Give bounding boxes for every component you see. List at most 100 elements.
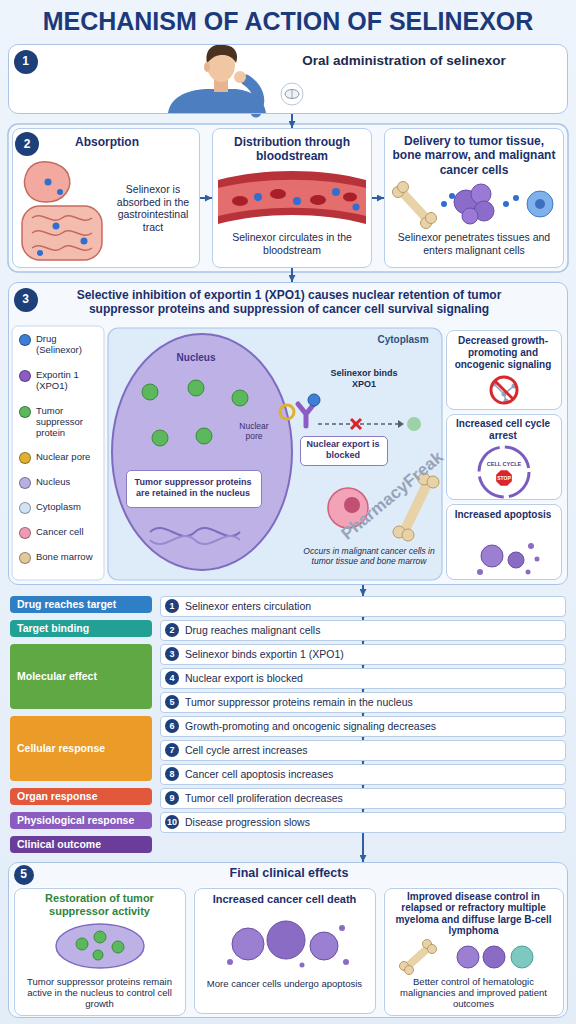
step-box: 6Growth-promoting and oncogenic signalin… [160, 716, 566, 737]
disease-control-figure [511, 946, 533, 968]
stage-pill: Clinical outcome [10, 836, 152, 853]
box-text: Increased cell cycle arrest [450, 418, 557, 442]
process-box: Delivery to tumor tissue, bone marrow, a… [384, 128, 564, 268]
step-number: 7 [165, 743, 179, 757]
tumor-delivery-figure [398, 182, 409, 193]
patient-figure [246, 80, 259, 112]
restored-nucleus-figure [93, 950, 103, 960]
restored-nucleus-figure [112, 941, 124, 953]
box-text: Tumor cell proliferation decreases [185, 792, 557, 805]
diagram-title: MECHANISM OF ACTION OF SELINEXOR [0, 6, 576, 36]
callout-box: Tumor suppressor proteins are retained i… [126, 470, 262, 508]
tablet [292, 90, 293, 99]
box-text: Organ response [17, 790, 147, 803]
apoptosis-icon [508, 552, 524, 568]
box-text: Cellular response [17, 742, 147, 755]
restored-nucleus-figure [94, 931, 106, 943]
box-text: Final clinical effects [69, 866, 509, 881]
region-label: Nucleus [168, 352, 224, 364]
legend-text: Drug (Selinexor) [36, 334, 102, 356]
tumor-delivery-figure [402, 192, 426, 218]
stage-pill: Physiological response [10, 812, 152, 829]
step-number: 2 [165, 623, 179, 637]
callout-note: Selinexor binds XPO1 [322, 368, 406, 390]
legend-swatch [19, 502, 31, 514]
digestive-tract [22, 206, 102, 260]
box-fill [8, 282, 568, 585]
nuclear-pore [280, 405, 294, 419]
flow-arrow [362, 585, 364, 596]
step-number: 1 [165, 599, 179, 613]
apoptotic-cells-figure [227, 921, 349, 968]
box-text: More cancer cells undergo apoptosis [200, 978, 370, 989]
tumor-delivery-figure [441, 201, 447, 207]
box-fill [8, 862, 568, 1018]
stage-pill: Cellular response [10, 716, 152, 781]
icon-text: STOP [494, 476, 514, 481]
legend-swatch [19, 527, 31, 539]
apoptotic-cells-figure [300, 963, 305, 968]
digestive-tract [57, 189, 63, 195]
step-number: 10 [165, 815, 179, 829]
step-number: 8 [165, 767, 179, 781]
apoptotic-cells-figure [267, 921, 305, 959]
signal-block-icon [491, 377, 517, 404]
box-heading: Restoration of tumor suppressor activity [20, 892, 180, 918]
apoptosis-icon [526, 570, 531, 575]
box-fill [446, 504, 562, 580]
section-number: 2 [15, 132, 39, 156]
box-text: Cell cycle arrest increases [185, 744, 557, 757]
signal-block-icon [491, 377, 517, 403]
box-fill [384, 128, 564, 268]
flow-arrow [362, 833, 364, 862]
outcome-panel: Increased cancer cell deathMore cancer c… [194, 888, 376, 1014]
disease-control-figure [400, 940, 534, 975]
legend-swatch [19, 477, 31, 489]
box-fill [446, 330, 562, 410]
box-text: Cancer cell apoptosis increases [185, 768, 557, 781]
patient-figure [207, 45, 238, 63]
region-label: Cytoplasm [368, 334, 438, 346]
blood-vessel [270, 189, 286, 199]
apoptosis-icon [481, 545, 503, 567]
box-text: Selinexor is absorbed in the gastrointes… [109, 183, 197, 233]
legend-text: Exportin 1 (XPO1) [36, 370, 102, 392]
step-box: 1Selinexor enters circulation [160, 596, 566, 617]
blocked-export-arrow [351, 419, 361, 429]
disease-control-figure [408, 948, 428, 966]
restored-nucleus-figure [76, 938, 88, 950]
section-number-text: 3 [14, 292, 38, 306]
legend-text: Cytoplasm [36, 502, 102, 513]
signal-block-icon [495, 381, 513, 399]
digestive-tract [45, 179, 52, 186]
tumor-delivery-figure [462, 208, 478, 224]
xpo1-drug-complex [308, 394, 320, 406]
process-box: AbsorptionSelinexor is absorbed in the g… [12, 128, 200, 268]
stage-panel: Oral administration of selinexor1 [8, 44, 568, 114]
blood-vessel [218, 171, 366, 224]
step-number: 3 [165, 647, 179, 661]
blood-vessel [332, 188, 340, 196]
box-heading: Distribution through bloodstream [219, 135, 365, 164]
step-box: 7 Cell cycle arrest increases [160, 740, 566, 761]
section-number: 3 [14, 288, 38, 312]
tumor-delivery-figure [449, 193, 455, 199]
tablet [281, 83, 303, 105]
digestive-tract [22, 162, 102, 260]
apoptotic-cells-figure [339, 925, 345, 931]
box-text: Oral administration of selinexor [279, 53, 529, 69]
box-text: Drug reaches malignant cells [185, 624, 557, 637]
legend-item: Nucleus [16, 477, 102, 488]
blood-vessel [218, 180, 366, 216]
box-text: Clinical outcome [17, 838, 147, 851]
step-box: 10Disease progression slows [160, 812, 566, 833]
box-text: Selective inhibition of exportin 1 (XPO1… [49, 288, 529, 317]
box-text: Nuclear export is blocked [185, 672, 557, 685]
restored-nucleus-figure [56, 924, 144, 968]
box-text: Target binding [17, 622, 147, 635]
legend-item: Drug (Selinexor) [16, 334, 102, 356]
patient-figure [168, 45, 266, 113]
legend-item: Tumor suppressor protein [16, 406, 102, 439]
